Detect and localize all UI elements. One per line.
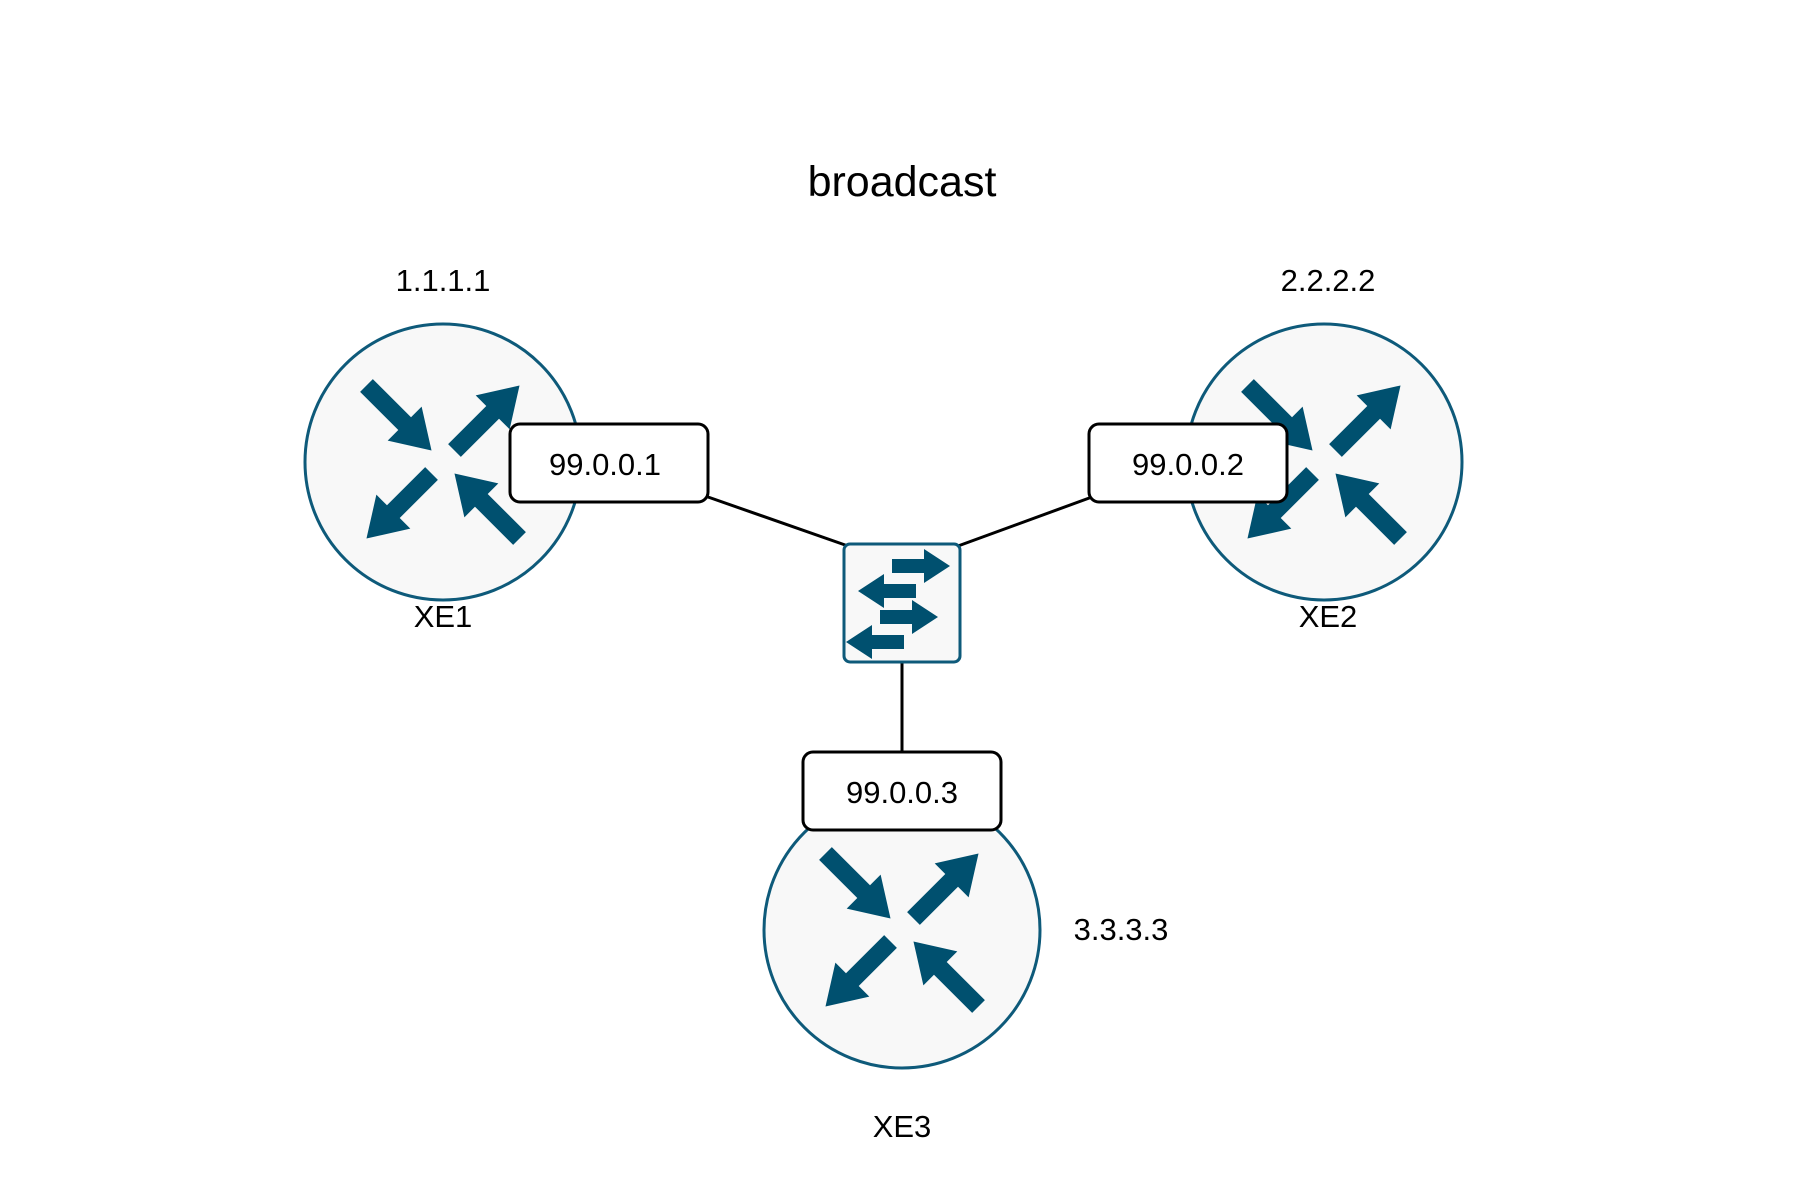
- interface-ip: 99.0.0.1: [549, 447, 661, 482]
- interface-ip: 99.0.0.2: [1132, 447, 1244, 482]
- switch[interactable]: [842, 542, 962, 664]
- links: [707, 495, 1093, 752]
- router-name-label: XE2: [1299, 599, 1358, 634]
- router-xe2[interactable]: 2.2.2.2 XE2 99.0.0.2: [1087, 263, 1464, 634]
- router-xe1[interactable]: 1.1.1.1 XE1 99.0.0.1: [303, 263, 710, 634]
- router-id-label: 2.2.2.2: [1281, 263, 1376, 298]
- router-xe3[interactable]: 3.3.3.3 XE3 99.0.0.3: [762, 750, 1169, 1144]
- interface-label: 99.0.0.1: [508, 422, 710, 504]
- router-icon: [762, 790, 1042, 1070]
- router-id-label: 1.1.1.1: [396, 263, 491, 298]
- interface-label: 99.0.0.2: [1087, 422, 1289, 504]
- router-name-label: XE1: [414, 599, 473, 634]
- link-xe1-switch: [707, 495, 849, 548]
- router-id-label: 3.3.3.3: [1074, 912, 1169, 947]
- interface-label: 99.0.0.3: [801, 750, 1003, 832]
- interface-ip: 99.0.0.3: [846, 775, 958, 810]
- link-xe2-switch: [957, 495, 1093, 548]
- router-name-label: XE3: [873, 1109, 932, 1144]
- diagram-title: broadcast: [808, 158, 997, 206]
- switch-icon: [842, 542, 962, 664]
